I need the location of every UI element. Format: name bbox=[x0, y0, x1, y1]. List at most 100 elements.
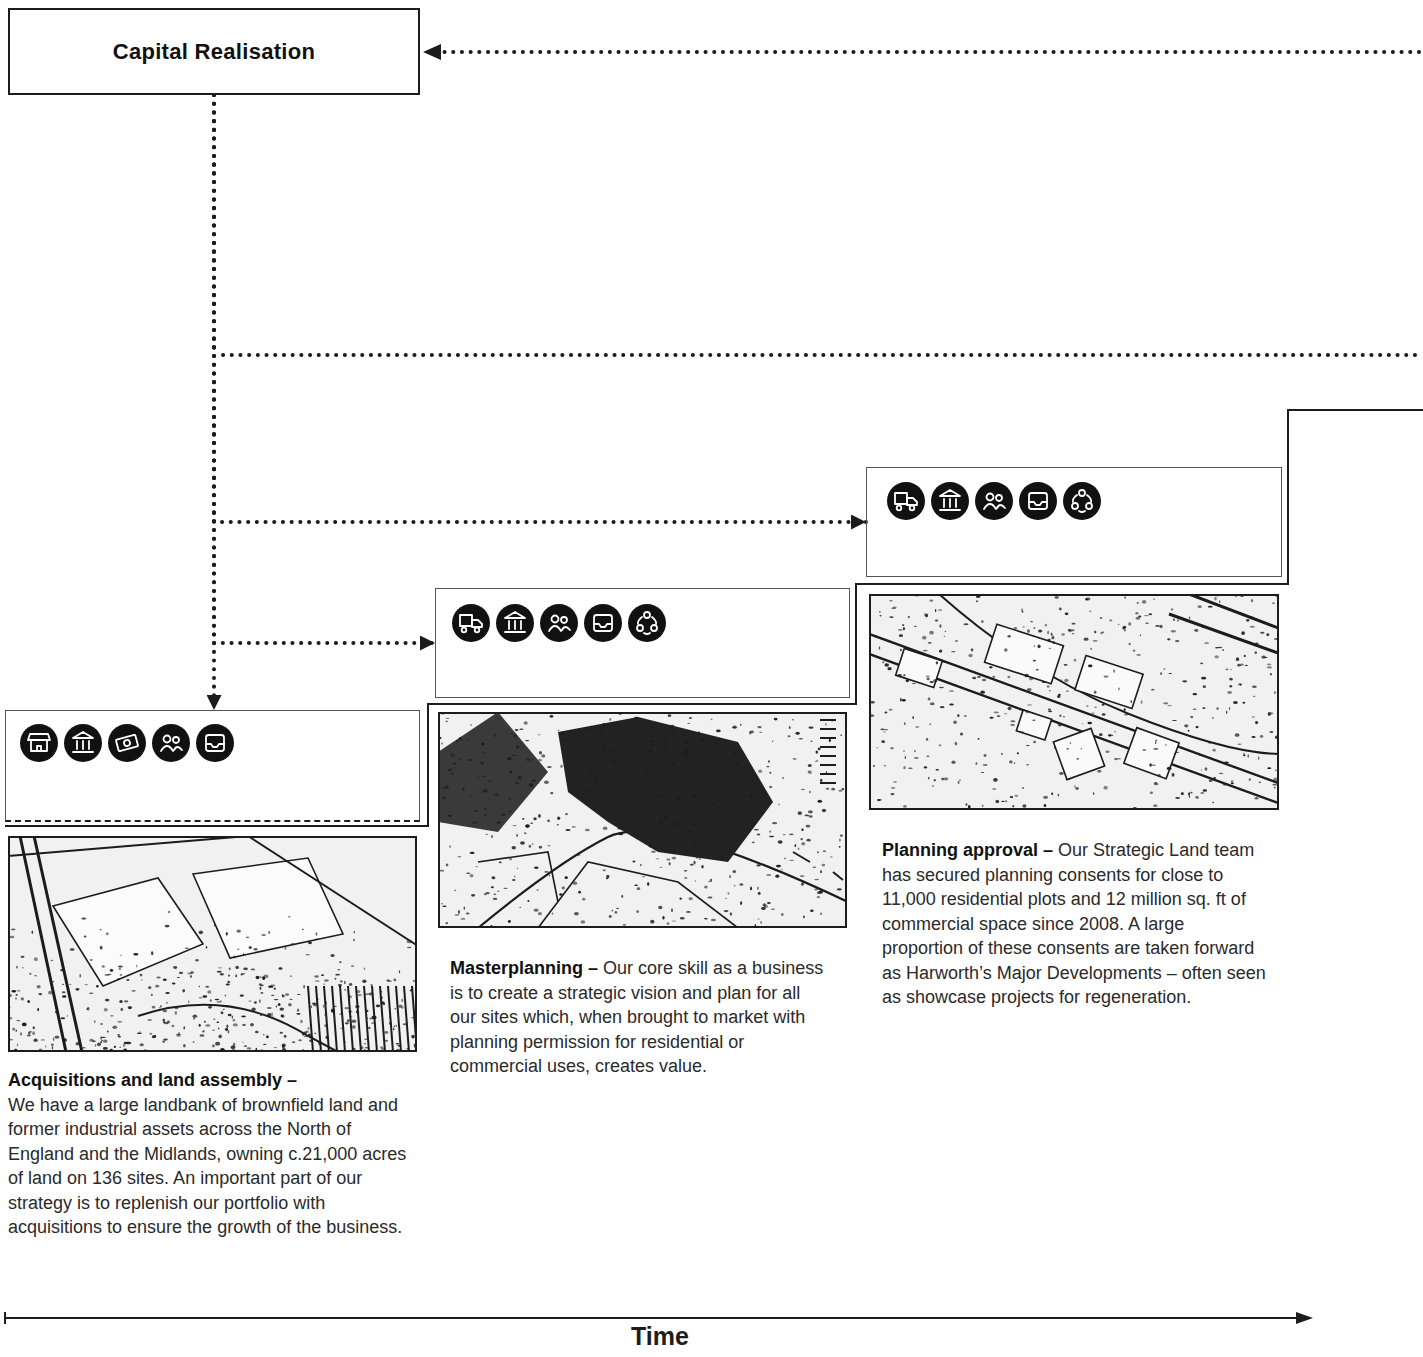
aerial-photo-part-part bbox=[1085, 598, 1087, 600]
aerial-photo-part-part bbox=[110, 1015, 114, 1016]
aerial-photo-part-part bbox=[259, 976, 262, 977]
aerial-photo-part-part bbox=[1189, 617, 1191, 620]
aerial-photo-part-part bbox=[769, 772, 771, 774]
aerial-photo-part-part bbox=[704, 885, 707, 888]
icon-bank-part-part bbox=[940, 490, 960, 496]
aerial-photo-part-part bbox=[309, 1040, 313, 1042]
aerial-photo-part-part bbox=[118, 1036, 121, 1037]
aerial-photo-part-part bbox=[1135, 612, 1138, 614]
aerial-photo-part-part bbox=[1133, 649, 1136, 651]
aerial-photo-part-part bbox=[574, 779, 576, 781]
icon-people-part-part bbox=[561, 617, 567, 623]
aerial-photo-part-part bbox=[259, 983, 262, 985]
aerial-photo-part-part bbox=[203, 1030, 205, 1032]
aerial-photo-part-part bbox=[55, 1035, 60, 1038]
aerial-photo-part-part bbox=[877, 799, 881, 801]
aerial-photo-part-part bbox=[1224, 762, 1229, 764]
aerial-photo-part-part bbox=[768, 760, 770, 762]
aerial-photo-part bbox=[869, 594, 1279, 810]
aerial-photo-part-part bbox=[660, 867, 663, 868]
aerial-photo-part-part bbox=[466, 873, 470, 874]
aerial-photo-part-part bbox=[1131, 700, 1132, 703]
aerial-photo-part-part bbox=[1202, 707, 1205, 709]
aerial-photo-part-part bbox=[370, 984, 372, 986]
stage-body: We have a large landbank of brownfield l… bbox=[8, 1095, 406, 1238]
icon-tray-part-part bbox=[594, 624, 612, 627]
aerial-photo-part-part bbox=[841, 788, 844, 790]
aerial-photo-part-part bbox=[1042, 682, 1047, 683]
aerial-photo-part-part bbox=[949, 704, 954, 706]
aerial-photo-part-part bbox=[1251, 716, 1255, 718]
aerial-photo-part-part bbox=[808, 726, 813, 728]
aerial-photo-part-part bbox=[352, 1020, 357, 1023]
aerial-photo-part-part bbox=[140, 1043, 144, 1046]
icon-tray bbox=[1019, 482, 1057, 520]
aerial-photo-part-part bbox=[152, 1006, 155, 1009]
icon-tray bbox=[196, 724, 234, 762]
aerial-photo-part-part bbox=[483, 789, 488, 793]
aerial-photo-part-part bbox=[609, 915, 612, 918]
aerial-photo-part-part bbox=[1044, 804, 1047, 807]
aerial-photo-part-part bbox=[349, 983, 352, 986]
aerial-photo-part-part bbox=[1226, 710, 1227, 713]
aerial-photo-part-part bbox=[1236, 657, 1239, 661]
aerial-photo-part-part bbox=[1144, 615, 1149, 616]
icon-people-part-part bbox=[161, 746, 182, 751]
aerial-photo-part-part bbox=[117, 978, 120, 980]
aerial-photo-part-part bbox=[260, 1015, 262, 1016]
aerial-photo-part-part bbox=[266, 1035, 269, 1038]
aerial-photo-part-part bbox=[823, 850, 826, 851]
aerial-photo-part-part bbox=[458, 856, 462, 857]
aerial-photo-part-part bbox=[935, 609, 936, 612]
aerial-photo-part-part bbox=[494, 794, 498, 796]
aerial-photo-part-part bbox=[1242, 702, 1245, 704]
aerial-photo-part-part bbox=[214, 924, 216, 926]
aerial-photo-part-part bbox=[110, 969, 113, 972]
aerial-photo-part-part bbox=[1229, 707, 1230, 711]
aerial-photo-part-part bbox=[399, 970, 400, 973]
aerial-photo-part-part bbox=[173, 966, 177, 969]
aerial-photo-part-part bbox=[527, 900, 529, 902]
aerial-photo-part-part bbox=[900, 649, 902, 652]
aerial-photo-part-part bbox=[750, 731, 754, 734]
aerial-photo-part-part bbox=[732, 727, 737, 728]
icon-truck-part-part bbox=[897, 506, 902, 511]
aerial-photo-part-part bbox=[325, 1036, 328, 1039]
aerial-photo-part-part bbox=[284, 1035, 287, 1038]
aerial-photo-part-part bbox=[451, 773, 454, 775]
aerial-photo-part-part bbox=[618, 832, 623, 835]
aerial-photo-part-part bbox=[803, 916, 805, 919]
aerial-photo-part bbox=[438, 712, 844, 927]
icon-tray-part-part bbox=[1029, 493, 1047, 509]
aerial-photo-part-part bbox=[559, 893, 563, 895]
aerial-photo-part-part bbox=[1269, 731, 1273, 733]
aerial-photo-part-part bbox=[711, 919, 716, 921]
aerial-photo-part-part bbox=[815, 761, 818, 762]
aerial-photo-part-part bbox=[754, 829, 759, 830]
aerial-photo-part-part bbox=[524, 721, 528, 725]
aerial-photo-part-part bbox=[401, 1006, 403, 1009]
aerial-photo-part-part bbox=[515, 782, 520, 784]
aerial-photo-part-part bbox=[879, 611, 881, 612]
aerial-photo-part-part bbox=[1165, 744, 1167, 746]
aerial-photo-part-part bbox=[1047, 631, 1049, 635]
aerial-photo-part-part bbox=[365, 1047, 369, 1048]
aerial-photo-part-part bbox=[767, 902, 771, 904]
aerial-photo-part-part bbox=[139, 1031, 141, 1033]
aerial-photo-part-part bbox=[627, 813, 630, 814]
aerial-photo-part-part bbox=[792, 719, 794, 721]
aerial-photo-part-part bbox=[994, 712, 999, 714]
aerial-photo-part-part bbox=[200, 1034, 205, 1037]
aerial-photo-part-part bbox=[550, 792, 553, 794]
aerial-photo-part-part bbox=[547, 766, 552, 768]
aerial-photo-part-part bbox=[473, 810, 478, 812]
aerial-photo-part-part bbox=[282, 995, 284, 998]
aerial-photo-part-part bbox=[162, 1041, 165, 1043]
aerial-photo-part-part bbox=[50, 960, 53, 961]
icon-panel bbox=[5, 710, 420, 822]
aerial-photo-part bbox=[869, 594, 1279, 810]
aerial-photo-part-part bbox=[1049, 648, 1051, 649]
aerial-photo-part-part bbox=[1190, 792, 1192, 794]
aerial-photo-part-part bbox=[939, 624, 941, 627]
aerial-photo-part-part bbox=[349, 1016, 352, 1017]
